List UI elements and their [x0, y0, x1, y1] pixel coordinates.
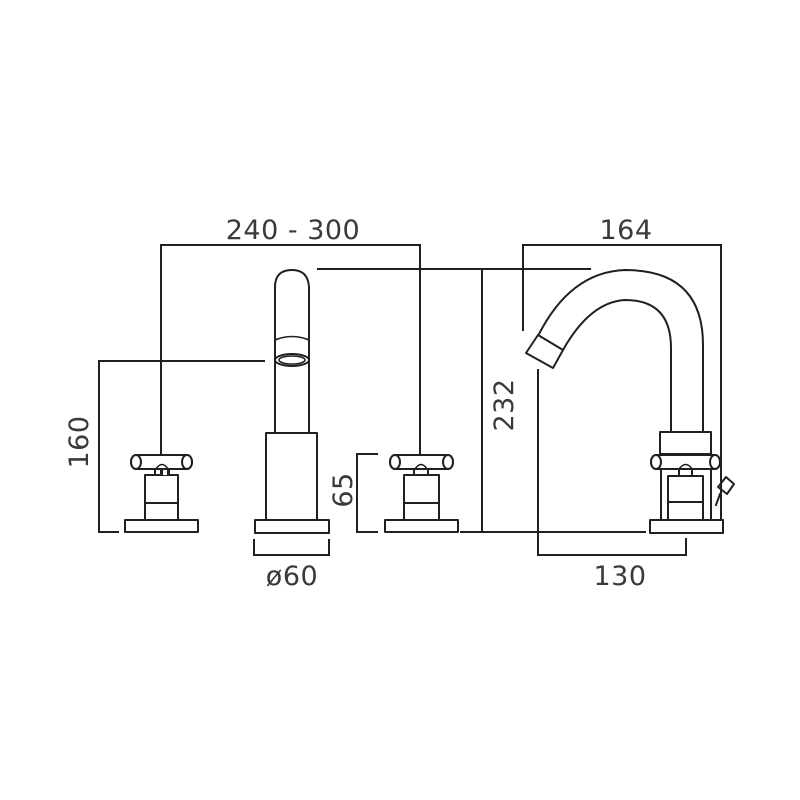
left-cross-handle-valve: [124, 454, 199, 533]
straight-spout: [254, 269, 330, 534]
right-cross-handle-valve: [384, 454, 459, 533]
dim-bidet-projection: 130: [593, 561, 646, 592]
dim-handle-spacing: 240 - 300: [226, 215, 360, 246]
dim-spout-reach: 164: [599, 215, 652, 246]
dim-spout-outlet-height: 160: [64, 415, 95, 468]
dim-overall-height: 232: [489, 378, 520, 431]
dim-base-diameter: ø60: [266, 561, 318, 592]
dim-handle-height: 65: [328, 472, 359, 507]
swan-neck-spout: [525, 268, 735, 534]
dimension-lines: [98, 244, 722, 556]
